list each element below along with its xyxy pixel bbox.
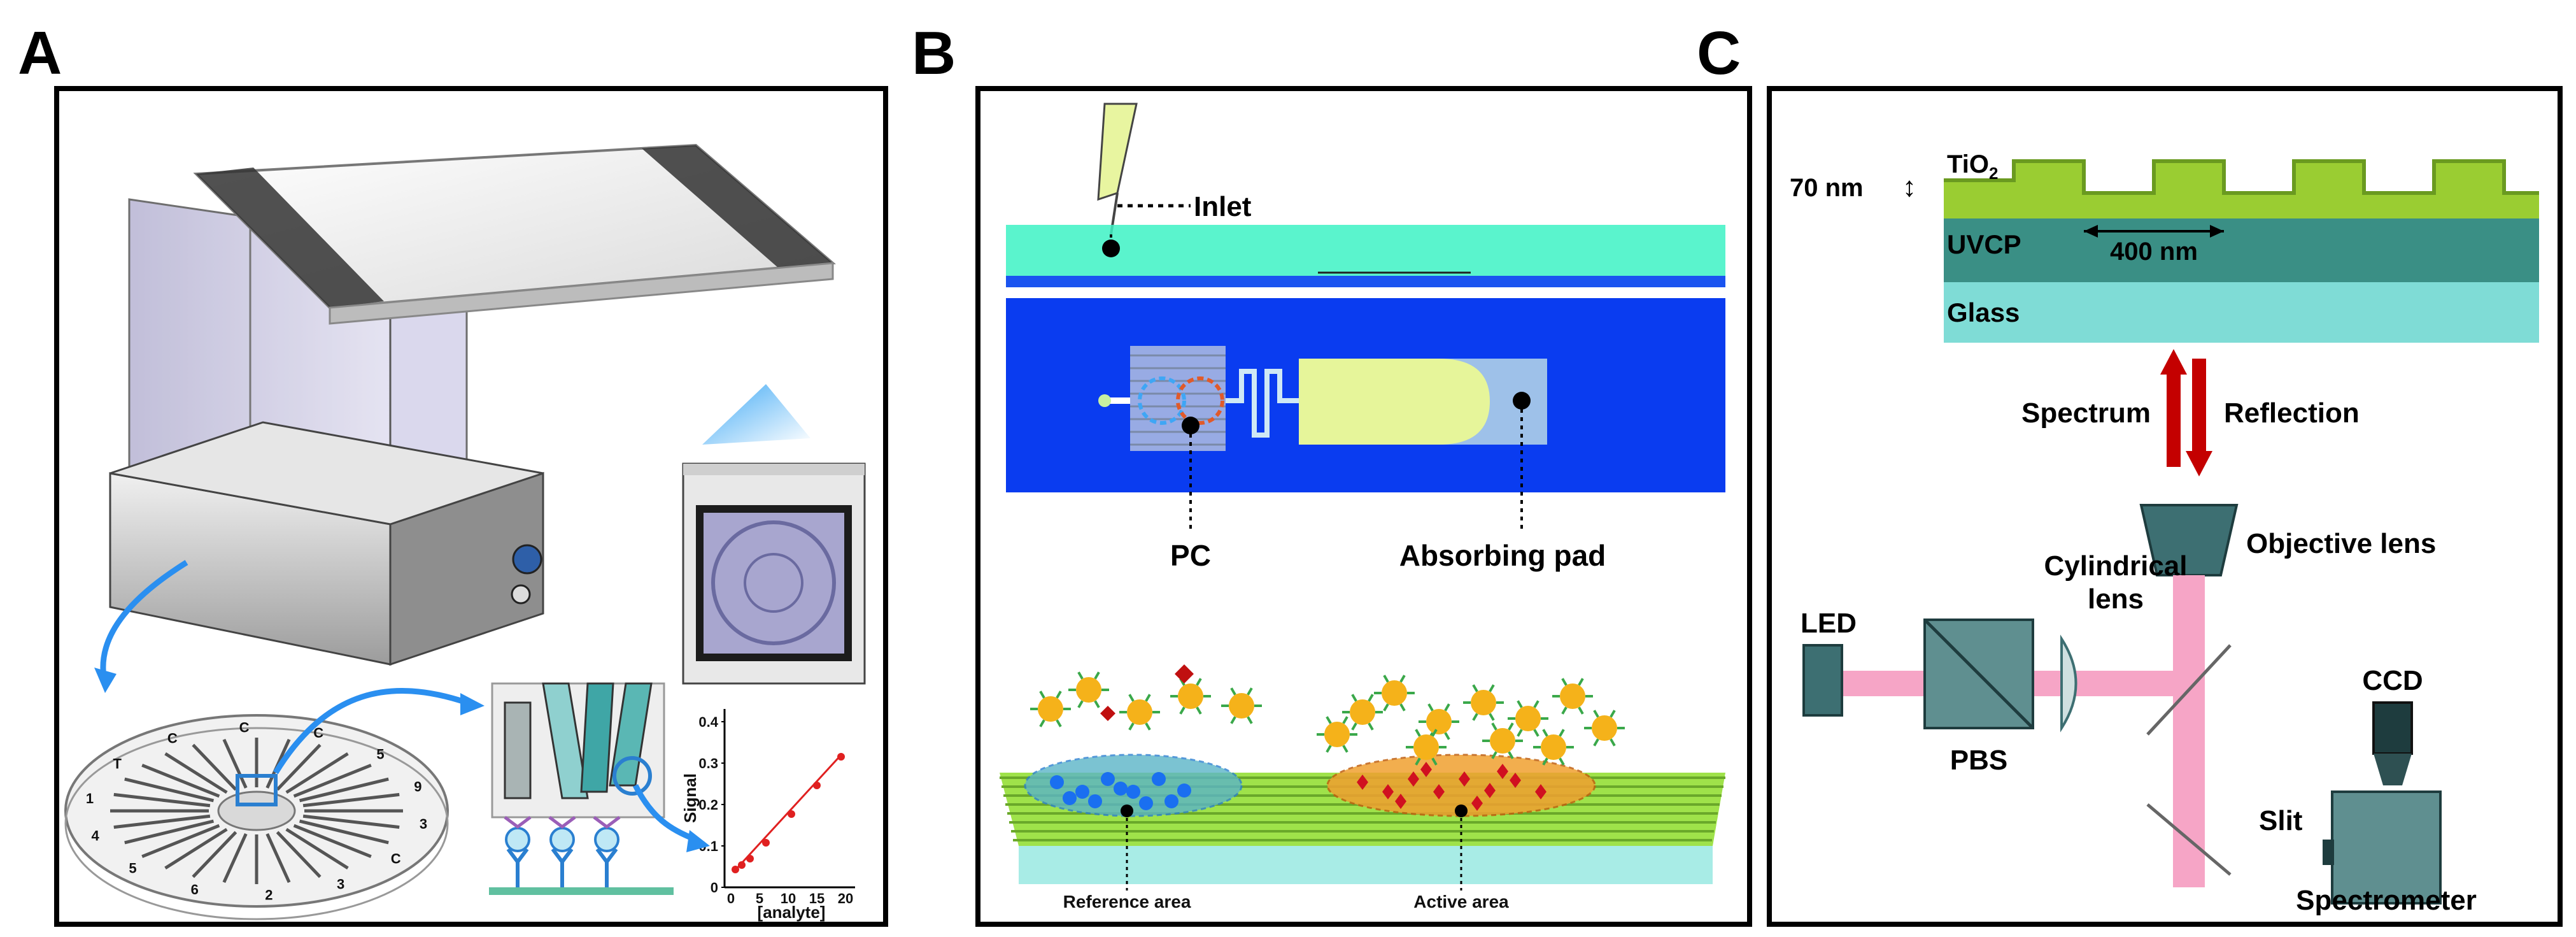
spectrometer-icon [2331, 790, 2442, 905]
wells-zoom [491, 682, 710, 852]
microfluidic-disc: C 3 2 6 5 4 1 T C C C 5 9 3 [64, 714, 449, 920]
panel-b-illustration: Inlet PC Absorbing pad [1000, 103, 1725, 912]
data-points [732, 753, 845, 873]
disc-label: 4 [92, 828, 100, 844]
disc-label: 3 [337, 876, 344, 892]
pc-label: PC [1170, 539, 1211, 572]
slit-label: Slit [2259, 805, 2303, 836]
disc-label: 1 [86, 790, 94, 806]
knob-icon [512, 544, 542, 575]
led-label: LED [1801, 608, 1857, 639]
mirror-icon [2146, 803, 2232, 876]
x-tick-label: 0 [727, 891, 735, 906]
disc-label: C [313, 725, 323, 741]
x-tick-label: 15 [809, 891, 824, 906]
x-tick-label: 5 [756, 891, 763, 906]
sensor-stack [1944, 159, 2539, 343]
absorbing-pad-label: Absorbing pad [1399, 539, 1606, 572]
cylindrical-label-line1: Cylindrical [2044, 550, 2188, 582]
x-tick-label: 20 [838, 891, 853, 906]
thickness-label: 70 nm [1790, 174, 1864, 202]
pbs-label: PBS [1950, 745, 2007, 776]
panel-letter-b: B [912, 19, 956, 87]
y-tick-label: 0.4 [698, 714, 718, 730]
chip-side-view [1006, 225, 1725, 287]
antibody-assay [489, 816, 674, 895]
thickness-arrow-icon: ↕ [1902, 171, 1916, 203]
period-label: 400 nm [2110, 238, 2198, 266]
disc-label: 6 [191, 882, 199, 898]
disc-zoom-box [236, 774, 278, 806]
cylindrical-lens-icon [2060, 634, 2077, 733]
spectrometer-label: Spectrometer [2296, 885, 2477, 916]
pc-surface [1000, 664, 1725, 884]
objective-lens-icon [2139, 504, 2239, 576]
disc-label: C [239, 719, 250, 735]
uvcp-label: UVCP [1947, 229, 2021, 259]
y-tick-label: 0.3 [698, 755, 718, 771]
disc-label: 3 [420, 816, 427, 832]
disc-label: 5 [376, 746, 384, 762]
ccd-label: CCD [2362, 665, 2423, 696]
beam-splitter-icon [2146, 644, 2232, 736]
plot-y-label: Signal [681, 773, 700, 823]
ccd-icon [2372, 701, 2413, 755]
x-tick-label: 10 [781, 891, 796, 906]
disc-label: 2 [265, 887, 272, 903]
panel-c-illustration: TiO2 70 nm ↕ UVCP 400 nm Glass Spectrum … [1790, 150, 2539, 916]
arrow-icon [100, 560, 188, 678]
plot-x-label: [analyte] [758, 903, 826, 922]
spectrum-reflection-arrows [2160, 349, 2212, 476]
inlet-label: Inlet [1194, 191, 1252, 222]
reflection-label: Reflection [2224, 397, 2360, 429]
incubator-device [109, 143, 836, 666]
pipette-icon [1097, 103, 1138, 235]
y-tick-label: 0 [711, 880, 718, 896]
disc-label: C [391, 851, 401, 867]
disc-label: 9 [414, 778, 421, 794]
panel-letter-c: C [1697, 19, 1741, 87]
disc-label: T [113, 755, 122, 771]
tio2-label: TiO2 [1947, 150, 1998, 183]
light-beam-path [1842, 575, 2205, 887]
software-window [682, 462, 866, 685]
light-beam [702, 384, 810, 445]
objective-lens-label: Objective lens [2246, 528, 2436, 559]
spectrum-label: Spectrum [2021, 397, 2151, 429]
disc-label: 5 [129, 861, 136, 876]
panel-b: Inlet PC Absorbing pad [975, 86, 1752, 927]
panel-c: TiO2 70 nm ↕ UVCP 400 nm Glass Spectrum … [1767, 86, 2563, 927]
arrow-icon [273, 688, 468, 775]
cylindrical-label-line2: lens [2088, 583, 2144, 615]
glass-label: Glass [1947, 297, 2020, 327]
panel-letter-a: A [18, 19, 62, 87]
led-icon [1802, 644, 1843, 717]
disc-label: C [167, 731, 178, 747]
reference-area-label: Reference area [1063, 892, 1191, 912]
chip-top-view [1006, 298, 1725, 492]
y-tick-label: 0.2 [698, 797, 718, 813]
active-area-label: Active area [1413, 892, 1509, 912]
